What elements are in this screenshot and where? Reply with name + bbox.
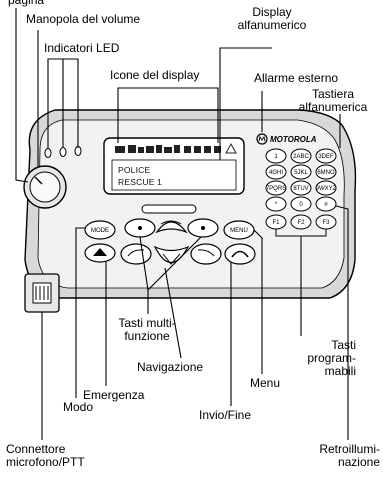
label-top-cut: pagina [8,0,45,7]
key-label: 1 [274,154,278,160]
key-label: 3DEF [318,154,334,160]
label-programmable-keys: Tasti program- mabili [290,339,356,378]
led-indicators [44,146,82,158]
label-navigation: Navigazione [137,360,204,374]
display-line-2: RESCUE 1 [118,177,163,187]
key-7[interactable] [265,180,287,196]
key-label: 9WXYZ [316,186,337,192]
nav-up-button[interactable] [155,220,188,234]
label-menu: Menu [250,376,281,390]
label-line: Display [252,5,292,19]
label-line: Retroillumi- [319,442,380,456]
key-label: 8TUV [293,186,308,192]
emergency-button[interactable] [84,243,116,263]
label-volume-knob: Manopola del volume [26,12,141,26]
label-line: microfono/PTT [6,455,85,469]
key-label: 0 [299,202,303,208]
label-backlight: Retroillumi- nazione [288,443,380,469]
label-alphanumeric-keypad: Tastiera alfanumerica [278,88,383,114]
programmable-bracket [275,229,327,240]
label-display-icons: Icone del display [110,68,200,82]
mic-ptt-connector[interactable] [24,273,60,313]
keypad [265,148,337,230]
key-label: * [275,202,278,208]
key-f2[interactable] [290,214,312,230]
multifunction-button-left[interactable] [124,218,156,238]
display-line-1: POLICE [118,165,151,175]
label-line: alfanumerica [298,100,368,114]
multifunction-button-right[interactable] [187,218,219,238]
key-0[interactable] [290,196,312,212]
volume-knob[interactable] [23,165,67,209]
f1-label: F1 [272,220,280,226]
nav-right-button[interactable] [190,243,222,265]
nav-down-button[interactable] [153,245,190,265]
label-multifunction-keys: Tasti multi- funzione [105,317,189,343]
key-label: 7PQRS [266,186,286,192]
key-star[interactable] [265,196,287,212]
key-3[interactable] [315,148,337,164]
key-9[interactable] [315,180,337,196]
label-line: mabili [324,364,356,378]
key-8[interactable] [290,180,312,196]
menu-key-label: MENU [230,228,248,234]
key-2[interactable] [290,148,312,164]
label-mode: Modo [63,400,94,414]
nav-left-button[interactable] [120,243,152,265]
key-1[interactable] [265,148,287,164]
keypad-labels: 1 2ABC 3DEF 4GHI 5JKL 6MNO 7PQRS 8TUV 9W… [91,154,337,234]
mode-button[interactable] [84,220,116,240]
mode-key-label: MODE [91,228,109,234]
key-label: 6MNO [317,170,335,176]
label-line: program- [307,351,356,365]
f3-label: F3 [322,220,330,226]
label-line: Tasti [331,338,356,352]
key-label: 4GHI [269,170,283,176]
label-line: Connettore [6,442,66,456]
key-5[interactable] [290,164,312,180]
key-label: 2ABC [293,154,309,160]
display-icons-row [115,142,237,154]
key-4[interactable] [265,164,287,180]
label-line: Tastiera [311,87,355,101]
label-mic-connector: Connettore microfono/PTT [6,443,85,469]
label-send-end: Invio/Fine [199,408,252,422]
key-6[interactable] [315,164,337,180]
label-alphanumeric-display: Display alfanumerico [222,6,322,32]
label-emergency: Emergenza [83,388,145,402]
label-external-alarm: Allarme esterno [254,71,339,85]
label-line: alfanumerico [237,18,307,32]
label-led-indicators: Indicatori LED [44,41,120,55]
display-bottom-slot [141,204,197,214]
key-label: 5JKL [294,170,308,176]
label-line: funzione [124,329,170,343]
brand-text: MOTOROLA [270,135,317,144]
motorola-logo [256,133,268,145]
f2-label: F2 [297,220,305,226]
label-line: nazione [337,455,380,469]
key-hash[interactable] [315,196,337,212]
send-end-button[interactable] [224,243,256,265]
leader-lines [15,8,349,440]
key-label: # [324,202,328,208]
label-line: Tasti multi- [118,316,176,330]
